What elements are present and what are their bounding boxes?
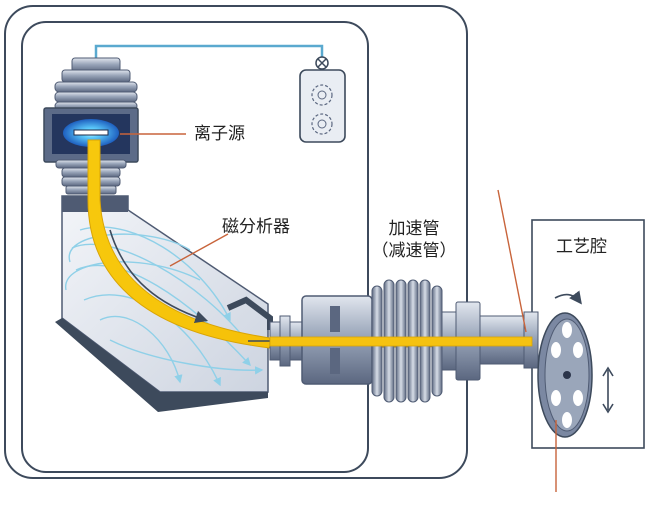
ion-source-label: 离子源 — [194, 124, 245, 144]
gas-bottle-icon — [299, 69, 346, 143]
magnetic-analyzer-label: 磁分析器 — [222, 217, 290, 237]
valve-icon — [315, 56, 329, 70]
beam-direction-arrow — [109, 229, 209, 324]
gas-supply-line — [94, 44, 324, 58]
magnetic-analyzer-pointer — [169, 233, 229, 267]
accelerator-label-line1: 加速管 — [388, 219, 440, 239]
accelerator-label-line2: （减速管） — [371, 241, 457, 261]
label-pointer-lines — [120, 133, 557, 492]
accelerator-bellows — [371, 279, 443, 403]
ion-source-assembly — [43, 57, 139, 195]
ion-beam-tube-segment — [269, 336, 533, 347]
process-chamber-label: 工艺腔 — [556, 237, 607, 257]
vertical-motion-arrow-icon — [602, 366, 614, 414]
accelerator-label: 加速管 （减速管） — [362, 218, 466, 262]
rotation-arrow-icon — [554, 290, 582, 305]
wafer-disk — [537, 312, 593, 438]
tube-pointer — [497, 189, 527, 333]
